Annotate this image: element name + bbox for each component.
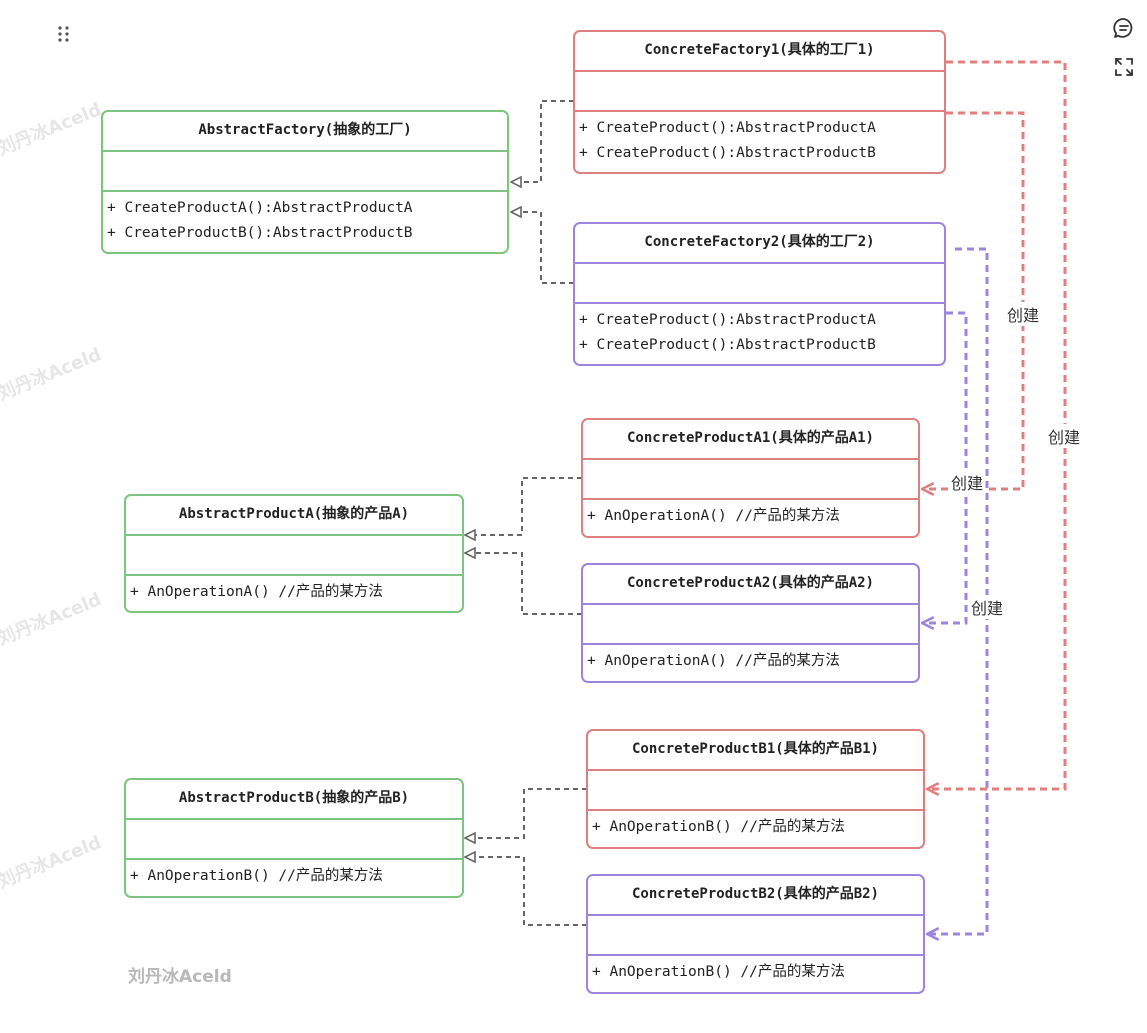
create-edge-factory1-to-b1 — [927, 60, 1067, 789]
inherit-edge-factory1 — [511, 100, 574, 182]
class-abstract-product-a[interactable]: AbstractProductA(抽象的产品A) + AnOperationA(… — [124, 494, 464, 613]
class-attributes — [588, 771, 923, 811]
edge-label-create: 创建 — [970, 595, 1005, 619]
class-abstract-product-b[interactable]: AbstractProductB(抽象的产品B) + AnOperationB(… — [124, 778, 464, 898]
class-concrete-factory2[interactable]: ConcreteFactory2(具体的工厂2) + CreateProduct… — [573, 222, 946, 366]
class-attributes — [126, 820, 462, 860]
class-operations: + AnOperationB() //产品的某方法 — [588, 956, 923, 989]
class-operation: + CreateProduct():AbstractProductA — [579, 120, 876, 136]
class-operations: + CreateProduct():AbstractProductA + Cre… — [575, 304, 944, 362]
class-abstract-factory[interactable]: AbstractFactory(抽象的工厂) + CreateProductA(… — [101, 110, 509, 254]
class-operation: + AnOperationB() //产品的某方法 — [130, 868, 383, 884]
class-name: ConcreteProductA1(具体的产品A1) — [583, 420, 918, 460]
edge-label-create: 创建 — [1047, 424, 1082, 448]
class-name: ConcreteFactory2(具体的工厂2) — [575, 224, 944, 264]
class-name: ConcreteFactory1(具体的工厂1) — [575, 32, 944, 72]
inherit-edge-product-b1 — [465, 788, 587, 838]
class-operation: + CreateProductB():AbstractProductB — [107, 225, 413, 241]
class-operations: + AnOperationA() //产品的某方法 — [583, 645, 918, 678]
edge-label-create: 创建 — [1006, 302, 1041, 326]
class-concrete-product-b2[interactable]: ConcreteProductB2(具体的产品B2) + AnOperation… — [586, 874, 925, 994]
create-edge-factory2-to-a2 — [922, 311, 968, 623]
inherit-edge-product-b2 — [465, 857, 587, 926]
class-operations: + CreateProductA():AbstractProductA + Cr… — [103, 192, 507, 250]
inherit-edge-product-a2 — [465, 553, 582, 615]
class-name: ConcreteProductB1(具体的产品B1) — [588, 731, 923, 771]
class-name: AbstractFactory(抽象的工厂) — [103, 112, 507, 152]
class-operation: + AnOperationA() //产品的某方法 — [130, 584, 383, 600]
class-operations: + AnOperationA() //产品的某方法 — [126, 576, 462, 609]
class-name: ConcreteProductB2(具体的产品B2) — [588, 876, 923, 916]
class-operation: + CreateProduct():AbstractProductB — [579, 337, 876, 353]
inherit-edge-factory2 — [511, 212, 574, 284]
class-operation: + AnOperationB() //产品的某方法 — [592, 964, 845, 980]
class-attributes — [588, 916, 923, 956]
class-attributes — [575, 72, 944, 112]
class-operations: + AnOperationA() //产品的某方法 — [583, 500, 918, 533]
class-name: ConcreteProductA2(具体的产品A2) — [583, 565, 918, 605]
class-operation: + CreateProduct():AbstractProductB — [579, 145, 876, 161]
drag-handle-icon[interactable] — [56, 25, 72, 45]
class-operations: + CreateProduct():AbstractProductA + Cre… — [575, 112, 944, 170]
author-signature: 刘丹冰Aceld — [128, 967, 232, 987]
class-attributes — [575, 264, 944, 304]
class-name: AbstractProductB(抽象的产品B) — [126, 780, 462, 820]
class-concrete-product-b1[interactable]: ConcreteProductB1(具体的产品B1) + AnOperation… — [586, 729, 925, 849]
class-operation: + AnOperationA() //产品的某方法 — [587, 508, 840, 524]
create-edge-factory1-to-a1 — [922, 111, 1025, 489]
class-operation: + CreateProductA():AbstractProductA — [107, 200, 413, 216]
class-operation: + AnOperationA() //产品的某方法 — [587, 653, 840, 669]
edge-label-create: 创建 — [950, 470, 985, 494]
class-operation: + CreateProduct():AbstractProductA — [579, 312, 876, 328]
inherit-edge-product-a1 — [465, 477, 582, 535]
class-concrete-product-a2[interactable]: ConcreteProductA2(具体的产品A2) + AnOperation… — [581, 563, 920, 683]
create-edge-factory2-to-b2 — [927, 247, 989, 934]
class-name: AbstractProductA(抽象的产品A) — [126, 496, 462, 536]
class-attributes — [126, 536, 462, 576]
class-operations: + AnOperationB() //产品的某方法 — [126, 860, 462, 893]
class-operation: + AnOperationB() //产品的某方法 — [592, 819, 845, 835]
class-attributes — [103, 152, 507, 192]
comment-icon[interactable] — [1113, 17, 1135, 39]
class-concrete-product-a1[interactable]: ConcreteProductA1(具体的产品A1) + AnOperation… — [581, 418, 920, 538]
class-concrete-factory1[interactable]: ConcreteFactory1(具体的工厂1) + CreateProduct… — [573, 30, 946, 174]
class-operations: + AnOperationB() //产品的某方法 — [588, 811, 923, 844]
class-attributes — [583, 605, 918, 645]
class-attributes — [583, 460, 918, 500]
expand-icon[interactable] — [1114, 57, 1134, 77]
